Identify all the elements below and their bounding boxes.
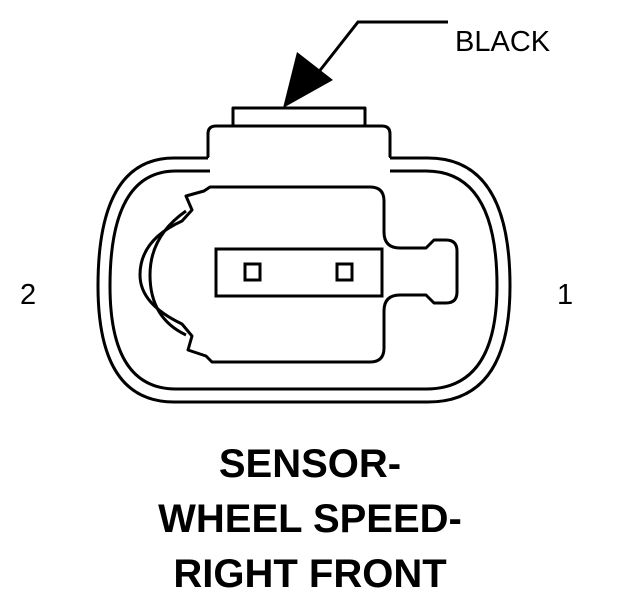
diagram-title: SENSOR- WHEEL SPEED- RIGHT FRONT (158, 442, 462, 596)
title-line-1: SENSOR- (219, 442, 401, 486)
wire-color-label: BLACK (455, 26, 551, 58)
pin-2-contact (243, 262, 262, 282)
locking-tab (206, 106, 392, 167)
pin-1-contact (335, 262, 354, 282)
title-line-3: RIGHT FRONT (173, 552, 446, 596)
callout-arrowhead (283, 52, 333, 108)
pin-label-1: 1 (557, 279, 573, 311)
pin-label-2: 2 (20, 279, 36, 311)
callout-leader (283, 20, 448, 108)
terminal-blade (214, 247, 384, 298)
cavity-inner-wall (148, 209, 187, 337)
title-line-2: WHEEL SPEED- (158, 497, 462, 541)
